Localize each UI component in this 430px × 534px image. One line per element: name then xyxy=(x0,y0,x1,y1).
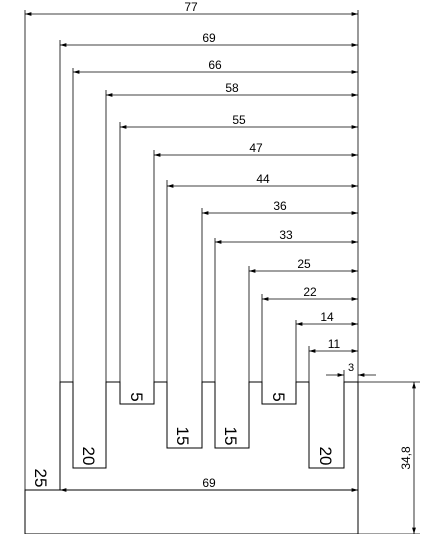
dim-label-3: 3 xyxy=(348,362,354,374)
dim-label-69: 69 xyxy=(202,31,216,45)
dim-label-77: 77 xyxy=(184,0,198,14)
slotted-profile xyxy=(59,381,359,491)
slot-depth-label-2: 15 xyxy=(173,427,192,446)
slot-depth-label-4: 5 xyxy=(269,392,288,401)
dim-label-14: 14 xyxy=(320,310,334,324)
base-plate xyxy=(24,489,359,534)
dim-label-66: 66 xyxy=(208,58,222,72)
dim-label-22: 22 xyxy=(303,285,317,299)
dim-label-33: 33 xyxy=(279,228,293,242)
outer-depth-label-left: 20 xyxy=(79,447,98,466)
top-dimension-labels: 77 69 66 58 55 47 44 36 33 25 22 14 11 3 xyxy=(184,0,354,374)
outer-depth-label-right: 20 xyxy=(316,447,335,466)
extension-lines xyxy=(24,10,420,534)
dim-label-25: 25 xyxy=(297,257,311,271)
inner-width-label: 69 xyxy=(202,476,216,490)
rotated-dimension-labels: 5 15 15 5 20 20 25 xyxy=(31,392,335,487)
dim-label-47: 47 xyxy=(249,141,263,155)
dim-label-44: 44 xyxy=(256,172,270,186)
dim-label-36: 36 xyxy=(273,199,287,213)
dim-label-58: 58 xyxy=(225,81,239,95)
total-height-label: 34,8 xyxy=(399,446,413,470)
dim-label-55: 55 xyxy=(232,113,246,127)
dim-label-11: 11 xyxy=(328,337,341,351)
top-dimension-lines xyxy=(25,12,376,377)
slot-depth-label-1: 5 xyxy=(127,392,146,401)
slot-depth-label-3: 15 xyxy=(221,427,240,446)
base-height-label: 25 xyxy=(31,469,50,488)
